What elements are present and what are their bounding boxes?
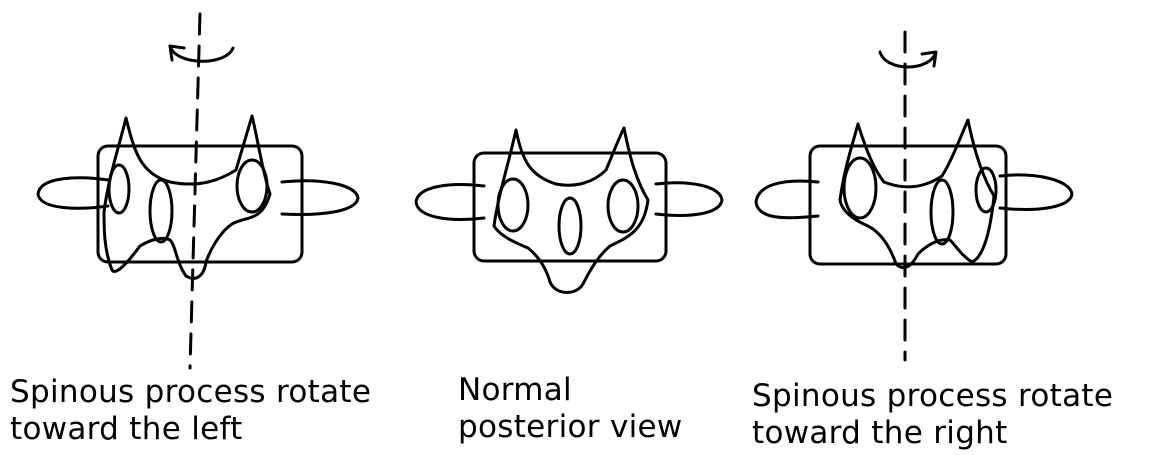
caption-left-line2: toward the left [10, 411, 371, 448]
facet-oval [150, 180, 172, 242]
transverse-process-right [1000, 175, 1072, 209]
rotation-axis [190, 14, 200, 368]
vertebral-body [810, 146, 1006, 264]
caption-right-line1: Spinous process rotate [752, 378, 1113, 415]
posterior-arch [840, 120, 994, 268]
caption-left-line1: Spinous process rotate [10, 374, 371, 411]
caption-right-line2: toward the right [752, 415, 1113, 452]
facet-oval [109, 165, 129, 213]
facet-oval [931, 180, 953, 244]
facet-oval [976, 168, 996, 212]
vertebra-rotated-left [38, 14, 358, 368]
transverse-process-right [282, 181, 358, 215]
facet-oval [844, 158, 876, 218]
rotation-arrow-left-icon [170, 46, 233, 61]
facet-oval [608, 180, 638, 232]
caption-right: Spinous process rotate toward the right [752, 378, 1113, 452]
facet-oval [498, 179, 528, 231]
vertebra-normal [416, 128, 722, 293]
caption-middle: Normal posterior view [458, 372, 683, 446]
caption-left: Spinous process rotate toward the left [10, 374, 371, 448]
facet-oval [559, 198, 581, 254]
facet-oval [237, 160, 267, 212]
vertebral-body [98, 146, 302, 262]
rotation-arrow-right-icon [880, 52, 936, 67]
caption-middle-line1: Normal [458, 372, 683, 409]
caption-middle-line2: posterior view [458, 409, 683, 446]
vertebra-rotated-right [756, 32, 1072, 360]
